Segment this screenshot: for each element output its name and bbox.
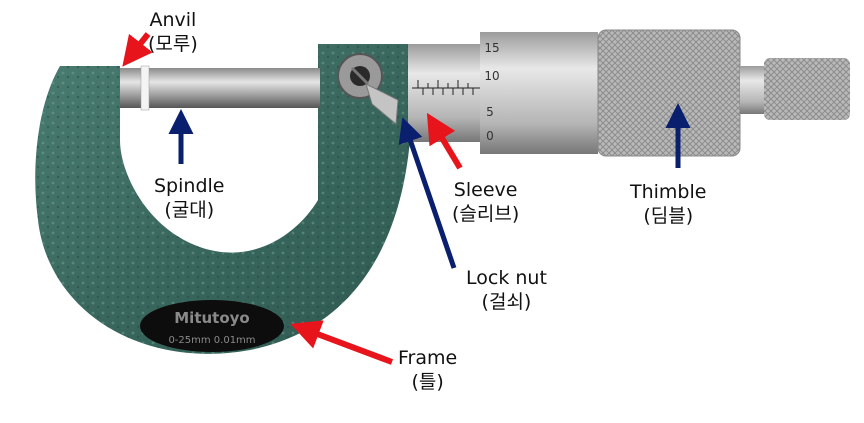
scale-tick-0: 0 — [486, 129, 494, 143]
thimble-label-ko: (딤블) — [643, 205, 694, 227]
thimble-label: Thimble (딤블) — [630, 180, 706, 228]
callout-arrows-blue — [168, 103, 691, 269]
brand-plate: Mitutoyo 0-25mm 0.01mm — [140, 300, 284, 352]
thimble-label-en: Thimble — [630, 181, 707, 203]
frame-label: Frame (틀) — [398, 346, 457, 394]
sleeve-label-en: Sleeve — [453, 179, 518, 201]
spindle-label-ko: (굴대) — [164, 199, 215, 221]
frame-arrow — [290, 320, 394, 365]
scale-tick-5: 5 — [486, 105, 494, 119]
lock-nut — [337, 53, 399, 125]
scale-tick-15: 15 — [484, 41, 499, 55]
callout-arrows-red — [122, 32, 463, 365]
lock-nut-label: Lock nut (걸쇠) — [466, 266, 547, 314]
spindle-label-en: Spindle — [154, 175, 225, 197]
ratchet — [740, 58, 850, 120]
lock-nut-label-ko: (걸쇠) — [481, 291, 532, 313]
spindle-rod — [120, 65, 320, 111]
anvil-label-en: Anvil — [149, 9, 197, 31]
sleeve — [408, 44, 484, 142]
frame-label-ko: (틀) — [411, 371, 444, 393]
anvil-label: Anvil (모루) — [148, 8, 198, 56]
lock-nut-arrow — [398, 117, 457, 269]
scale-tick-10: 10 — [484, 69, 499, 83]
brand-spec: 0-25mm 0.01mm — [168, 335, 255, 346]
sleeve-label-ko: (슬리브) — [452, 203, 520, 225]
spindle-label: Spindle (굴대) — [154, 174, 224, 222]
anvil-arrow — [122, 32, 153, 67]
thimble: 15 10 5 0 — [480, 29, 741, 157]
lock-nut-label-en: Lock nut — [466, 267, 547, 289]
anvil-label-ko: (모루) — [148, 33, 198, 55]
sleeve-label: Sleeve (슬리브) — [452, 178, 519, 226]
frame — [35, 44, 410, 354]
sleeve-arrow — [426, 112, 463, 170]
brand-name: Mitutoyo — [174, 309, 249, 327]
frame-label-en: Frame — [398, 347, 458, 369]
